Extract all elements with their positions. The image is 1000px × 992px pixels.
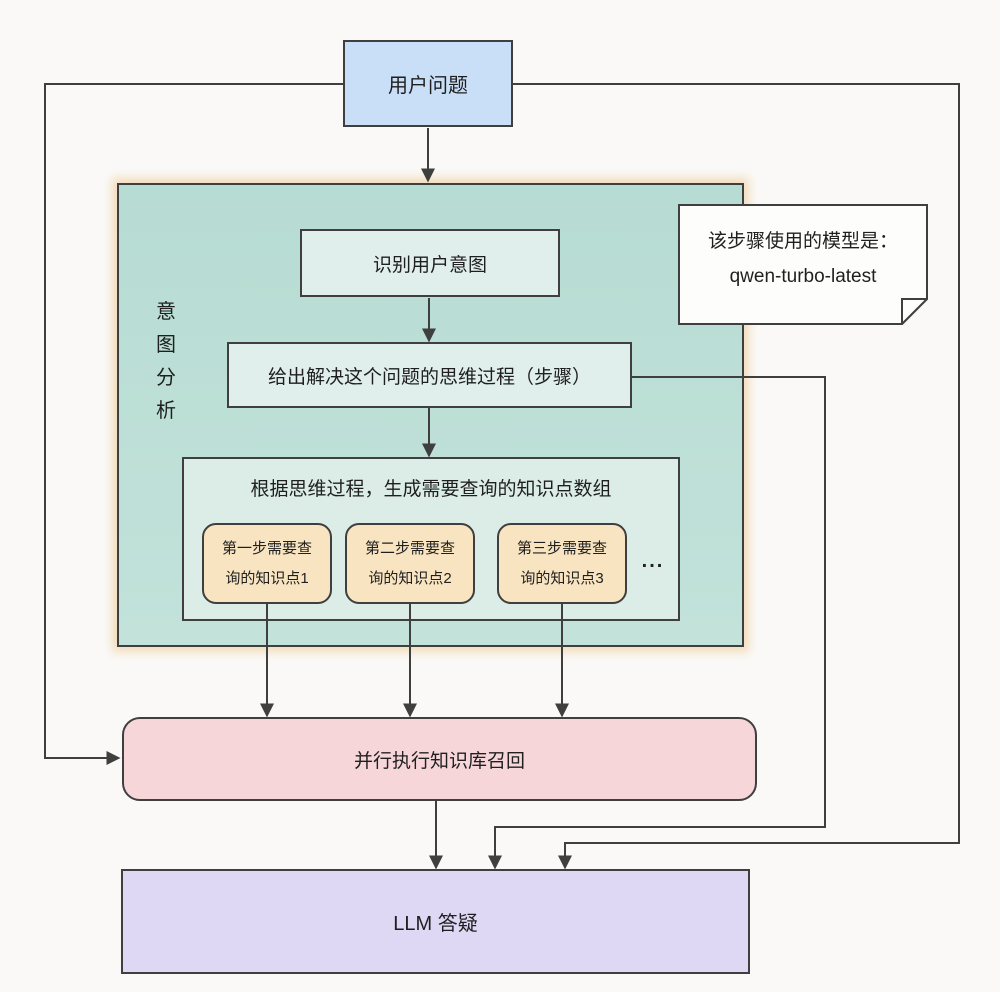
- intent-label-char: 图: [156, 334, 176, 356]
- intent-label-char: 意: [156, 301, 176, 323]
- intent-analysis-label: 意 图 分 析: [154, 302, 178, 421]
- knowledge-point-2-node: 第二步需要查 询的知识点2: [345, 523, 475, 604]
- knowledge-points-ellipsis: ...: [641, 549, 665, 572]
- thinking-process-node: 给出解决这个问题的思维过程（步骤）: [227, 342, 632, 408]
- user-question-node: 用户问题: [343, 40, 513, 127]
- knowledge-point-3-node: 第三步需要查 询的知识点3: [497, 523, 627, 604]
- recognize-intent-node: 识别用户意图: [300, 229, 560, 297]
- model-note: 该步骤使用的模型是： qwen-turbo-latest: [678, 204, 928, 325]
- note-text: 该步骤使用的模型是： qwen-turbo-latest: [707, 231, 898, 288]
- knowledge-point-1-node: 第一步需要查 询的知识点1: [202, 523, 332, 604]
- llm-qa-node: LLM 答疑: [121, 869, 750, 974]
- intent-label-char: 分: [156, 367, 176, 389]
- knowledge-array-title: 根据思维过程，生成需要查询的知识点数组: [250, 479, 612, 500]
- intent-label-char: 析: [156, 400, 176, 422]
- parallel-recall-node: 并行执行知识库召回: [122, 717, 757, 801]
